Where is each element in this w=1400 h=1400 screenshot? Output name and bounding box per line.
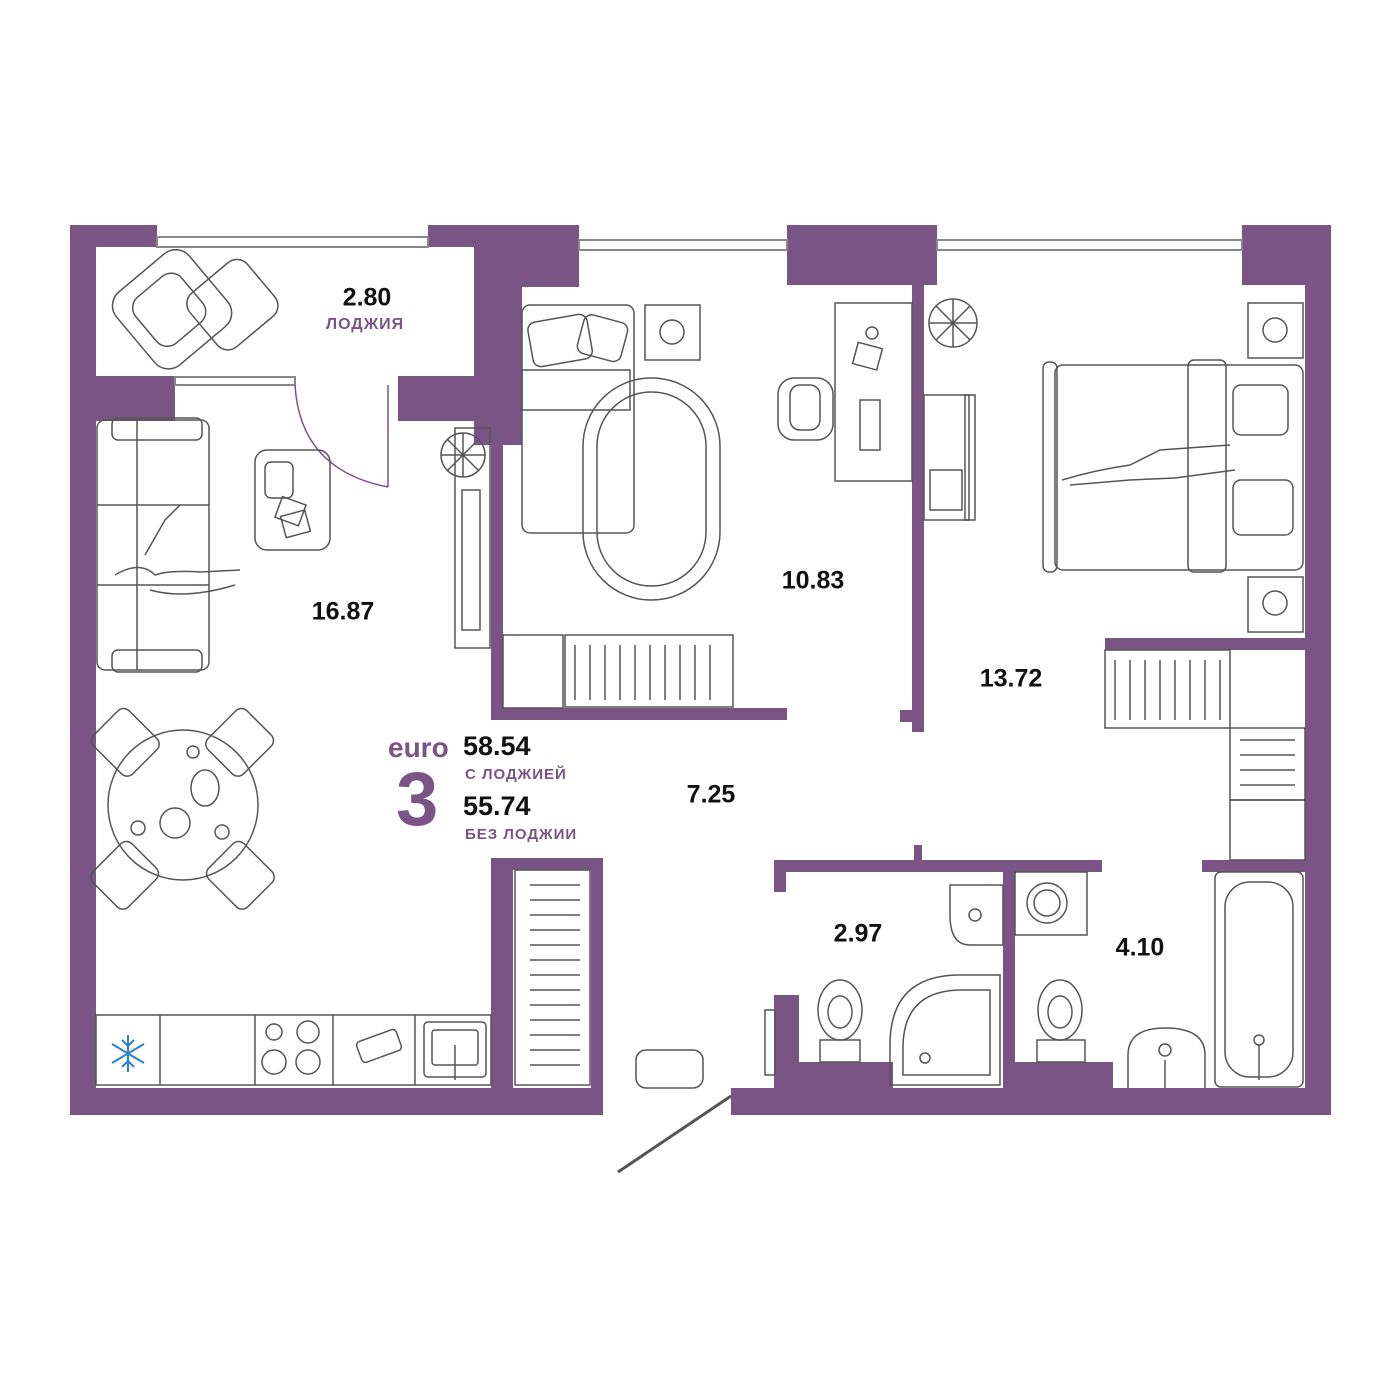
armchair-icon [111, 248, 279, 370]
snowflake-icon [111, 1035, 145, 1072]
windows [156, 236, 1243, 386]
bathtub-icon [1214, 871, 1304, 1088]
sink-icon [423, 1021, 487, 1080]
stove-icon [261, 1020, 321, 1075]
hall-area: 7.25 [686, 780, 736, 809]
bed-icon [1042, 359, 1304, 573]
toilet-icon [817, 979, 863, 1063]
chair-icon [777, 377, 834, 441]
loggia-label: ЛОДЖИЯ [325, 316, 405, 333]
furniture [90, 248, 1306, 1089]
without-loggia-label: БЕЗ ЛОДЖИИ [465, 826, 578, 843]
with-loggia-label: С ЛОДЖИЕЙ [465, 766, 567, 783]
doors [294, 384, 732, 1174]
loggia-area: 2.80 [342, 283, 392, 312]
walls [70, 225, 1331, 1115]
toilet-icon [1036, 979, 1086, 1063]
bed-icon [521, 304, 635, 534]
dining-table-icon [90, 707, 275, 910]
child-bedroom-area: 10.83 [781, 566, 845, 595]
room-count: 3 [396, 757, 439, 842]
sink-icon [1127, 1027, 1206, 1088]
plant-icon [440, 432, 486, 478]
washing-machine-icon [644, 304, 701, 361]
radiator-icon [564, 634, 734, 708]
total-area-without-loggia: 55.74 [463, 791, 531, 821]
bathroom-large-area: 4.10 [1115, 933, 1165, 962]
rug-icon [582, 377, 721, 601]
living-kitchen-area: 16.87 [311, 597, 375, 626]
sofa-icon [96, 417, 210, 673]
sink-icon [949, 884, 1004, 946]
shower-icon [889, 974, 1001, 1086]
flat-type-label: euro [388, 732, 449, 763]
bathroom-small-area: 2.97 [833, 919, 883, 948]
desk-icon [834, 302, 913, 482]
master-bedroom-area: 13.72 [979, 664, 1043, 693]
washing-machine-icon [1014, 871, 1088, 936]
total-area-with-loggia: 58.54 [463, 731, 531, 761]
